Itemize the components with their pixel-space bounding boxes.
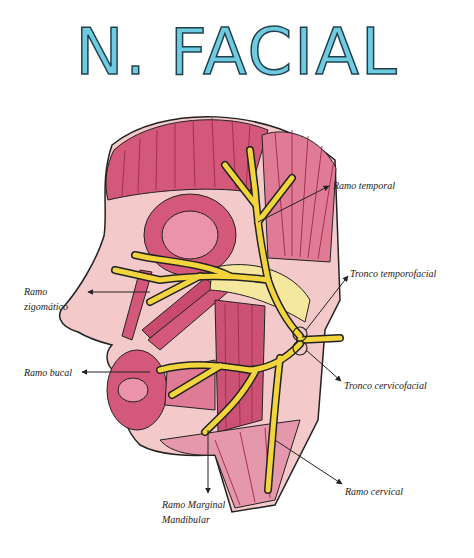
part-label: Ramo Marginal Mandibular — [162, 497, 244, 527]
title: N. FACIAL — [75, 20, 398, 84]
part-label: Ramo cervical — [345, 484, 403, 499]
part-label: Ramo bucal — [24, 365, 72, 380]
part-label: Ramo temporal — [333, 178, 395, 193]
part-label: Tronco cervicofacial — [344, 378, 427, 393]
part-label: Tronco temporofacial — [350, 266, 436, 281]
part-label: Ramo zigomático — [24, 284, 84, 314]
